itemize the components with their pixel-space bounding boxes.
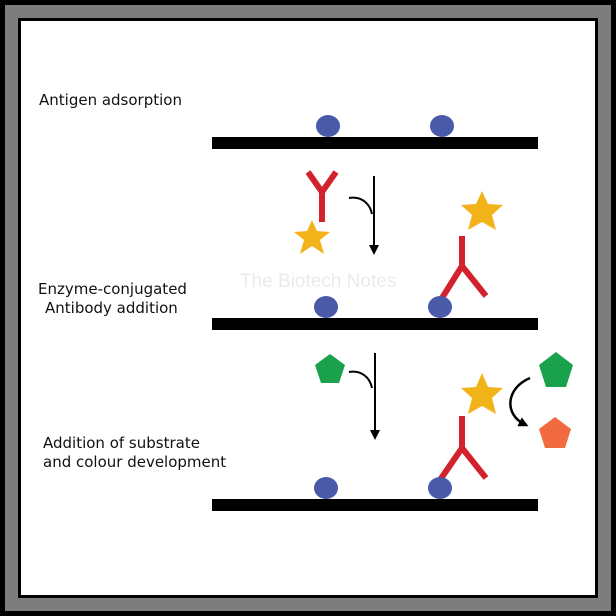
curved-arrow (348, 196, 373, 215)
step3-label-line1: Addition of substrate (43, 434, 200, 452)
antigen-dot (428, 477, 452, 499)
antigen-dot (428, 296, 452, 318)
step1-group (212, 115, 538, 149)
diagram-panel: Antigen adsorption Enzyme-conjugated Ant… (18, 18, 598, 598)
plate-surface-1 (212, 137, 538, 149)
step2-group (212, 170, 538, 330)
antigen-dot (314, 477, 338, 499)
plate-surface-3 (212, 499, 538, 511)
plate-surface-2 (212, 318, 538, 330)
curved-arrow (348, 370, 373, 389)
elisa-diagram (212, 115, 573, 511)
antibody-y-shape (439, 236, 489, 300)
watermark-text: The Biotech Notes (240, 271, 397, 292)
step2-label-line2: Antibody addition (45, 299, 178, 317)
antigen-dot (316, 115, 340, 137)
antigen-dot (430, 115, 454, 137)
antigen-dot (314, 296, 338, 318)
enzyme-star (461, 191, 503, 230)
antibody-y-shape (437, 416, 489, 482)
step1-label: Antigen adsorption (39, 91, 182, 109)
substrate-pentagon (539, 352, 573, 387)
step2-label-line1: Enzyme-conjugated (38, 280, 187, 298)
substrate-pentagon (315, 354, 345, 383)
product-pentagon (539, 417, 571, 448)
enzyme-star (294, 220, 330, 254)
step3-label-line2: and colour development (43, 453, 227, 471)
curved-arrow (509, 376, 531, 427)
step3-group (212, 352, 573, 511)
enzyme-star (461, 373, 503, 414)
antibody-y-shape (305, 170, 339, 222)
